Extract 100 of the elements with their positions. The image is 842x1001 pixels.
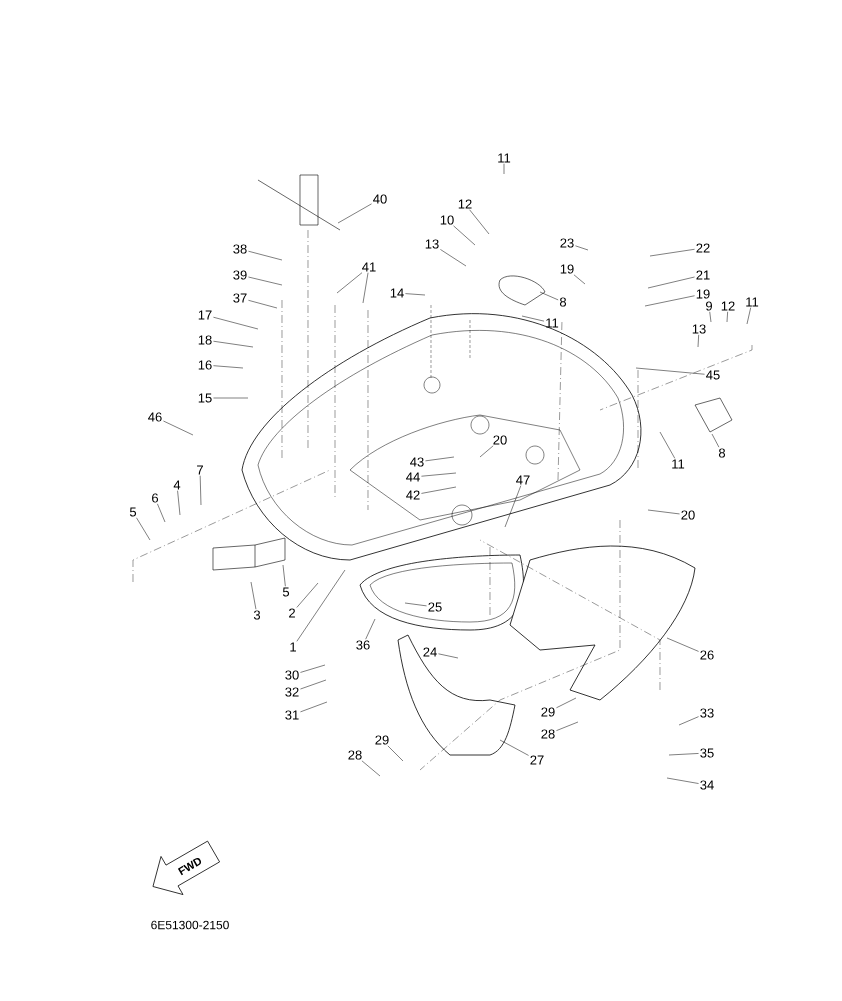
callout-number: 28 [541,729,555,739]
leader-line [365,618,376,640]
leader-line [248,300,278,309]
leader-line [157,503,166,523]
callout-number: 29 [375,735,389,745]
callout-number: 20 [493,435,507,445]
callout-number: 3 [253,610,261,620]
callout-number: 43 [410,457,424,467]
leader-line [697,334,699,348]
callout-number: 15 [198,393,212,403]
callout-number: 12 [458,199,472,209]
callout-number: 41 [362,262,376,272]
callout-number: 11 [546,318,559,328]
leader-line [425,456,455,462]
callout-number: 8 [559,297,567,307]
leader-line [666,637,699,652]
leader-line [504,485,522,528]
leader-line [300,679,327,690]
callout-number: 29 [541,707,555,717]
callout-number: 32 [285,687,299,697]
callout-number: 11 [746,297,759,307]
leader-line [746,307,751,325]
leader-line [337,203,372,224]
leader-line [163,420,194,436]
callout-number: 37 [233,293,247,303]
callout-number: 42 [406,490,420,500]
leader-line [213,365,244,369]
callout-number: 44 [406,472,420,482]
callout-number: 25 [428,602,442,612]
leader-line [635,367,705,375]
callout-number: 38 [233,244,247,254]
drawing-number: 6E51300-2150 [151,920,229,930]
callout-number: 30 [285,670,299,680]
leader-line [199,475,202,506]
callout-number: 22 [696,243,710,253]
leader-line [556,721,579,731]
callout-number: 17 [198,310,212,320]
leader-line [709,311,712,323]
leader-line [362,272,369,304]
leader-line [296,569,346,642]
leader-line [499,739,529,756]
leader-line [453,225,476,246]
callout-number: 36 [356,640,370,650]
callout-number: 39 [233,270,247,280]
callout-number: 27 [530,755,544,765]
leader-line [659,431,676,459]
leader-line [213,341,254,348]
callout-number: 31 [285,710,299,720]
leader-line [177,490,181,516]
callout-number: 26 [700,650,714,660]
leader-line [678,716,699,726]
leader-line [726,311,728,323]
callout-number: 12 [721,301,735,311]
callout-number: 5 [282,587,290,597]
callout-number: 19 [560,264,574,274]
callout-number: 34 [700,780,714,790]
leader-line [644,295,695,307]
leader-line [503,163,505,175]
leader-line [248,276,283,286]
leader-line [440,249,467,267]
direction-label: FWD [177,858,202,876]
leader-line [248,250,283,261]
leader-line [421,486,457,494]
callout-number: 11 [498,153,511,163]
callout-number: 23 [560,238,574,248]
callout-number: 5 [129,507,137,517]
leader-line [575,245,589,251]
leader-line [666,777,699,784]
leader-line [668,753,699,756]
callout-number: 47 [516,475,530,485]
leader-line [387,745,404,762]
leader-line [647,509,680,515]
callout-number: 7 [197,465,203,475]
leader-line [282,564,286,587]
callout-number: 20 [681,510,695,520]
callout-number: 24 [423,647,437,657]
leader-line [213,397,249,399]
leader-line [213,317,259,330]
leader-line [539,291,559,301]
leader-line [647,276,695,289]
leader-line [300,664,326,673]
callout-number: 28 [348,750,362,760]
callout-number: 33 [700,708,714,718]
leader-line [136,517,151,541]
callout-number: 40 [373,194,387,204]
callout-number: 4 [173,480,181,490]
leader-line [438,653,459,659]
callout-number: 1 [290,642,296,652]
callout-number: 6 [152,493,159,503]
callout-number: 2 [289,608,295,618]
leader-line [711,433,720,448]
callout-number: 45 [706,370,720,380]
callout-number: 13 [692,324,706,334]
callout-number: 10 [440,215,454,225]
leader-line [479,445,494,458]
leader-line [296,582,319,608]
leader-line [649,249,695,257]
leader-line [361,760,381,777]
leader-line [250,581,257,610]
callout-number: 35 [700,748,714,758]
